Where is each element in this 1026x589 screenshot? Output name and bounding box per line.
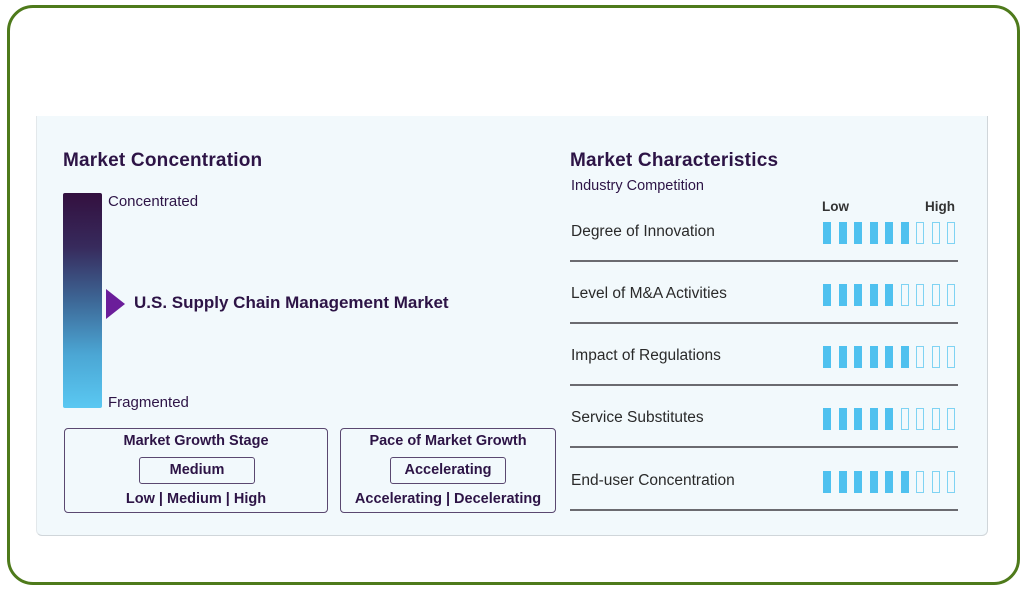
market-concentration-title: Market Concentration	[63, 150, 263, 171]
fragmented-label: Fragmented	[108, 394, 189, 411]
rating-bars	[823, 408, 955, 430]
pace-of-market-growth-box: Pace of Market Growth Accelerating Accel…	[340, 428, 556, 513]
scale-low-label: Low	[822, 199, 849, 214]
row-divider	[570, 260, 958, 262]
rating-bar-filled-icon	[885, 471, 893, 493]
rating-bar-filled-icon	[854, 471, 862, 493]
row-divider	[570, 322, 958, 324]
rating-bar-empty-icon	[916, 222, 924, 244]
rating-bar-filled-icon	[885, 408, 893, 430]
characteristic-row: Level of M&A Activities	[570, 274, 958, 336]
rating-bar-filled-icon	[838, 346, 847, 368]
market-characteristics-title: Market Characteristics	[570, 150, 779, 171]
rating-bar-empty-icon	[947, 222, 955, 244]
characteristic-label: Service Substitutes	[571, 409, 704, 426]
growth-stage-options: Low | Medium | High	[125, 491, 267, 507]
characteristic-row: Service Substitutes	[570, 398, 958, 460]
concentration-gradient-bar	[63, 193, 102, 408]
growth-stage-title: Market Growth Stage	[123, 433, 269, 449]
content-panel	[36, 116, 988, 536]
row-divider	[570, 384, 958, 386]
scale-high-label: High	[925, 199, 955, 214]
characteristic-label: Level of M&A Activities	[571, 285, 727, 302]
rating-bar-filled-icon	[854, 408, 862, 430]
rating-bar-empty-icon	[931, 408, 940, 430]
characteristic-row: Degree of Innovation	[570, 212, 958, 274]
rating-bar-empty-icon	[900, 284, 909, 306]
rating-bar-empty-icon	[931, 346, 940, 368]
rating-bar-empty-icon	[916, 408, 924, 430]
rating-bars	[823, 346, 955, 368]
rating-bar-empty-icon	[916, 471, 924, 493]
rating-bar-empty-icon	[947, 346, 955, 368]
rating-bar-filled-icon	[823, 284, 831, 306]
rating-bar-filled-icon	[823, 471, 831, 493]
rating-bar-empty-icon	[931, 471, 940, 493]
rating-bar-filled-icon	[838, 222, 847, 244]
rating-bar-filled-icon	[885, 284, 893, 306]
rating-bar-filled-icon	[854, 284, 862, 306]
growth-pace-value: Accelerating	[390, 457, 506, 484]
rating-bars	[823, 284, 955, 306]
rating-bar-empty-icon	[916, 284, 924, 306]
rating-bars	[823, 222, 955, 244]
rating-bar-filled-icon	[900, 222, 909, 244]
rating-bar-filled-icon	[885, 222, 893, 244]
rating-bar-filled-icon	[869, 471, 878, 493]
rating-bars	[823, 471, 955, 493]
growth-pace-options: Accelerating | Decelerating	[354, 491, 542, 507]
rating-bar-empty-icon	[931, 284, 940, 306]
industry-competition-subtitle: Industry Competition	[571, 178, 704, 194]
rating-bar-filled-icon	[869, 408, 878, 430]
rating-bar-empty-icon	[931, 222, 940, 244]
rating-bar-filled-icon	[854, 346, 862, 368]
rating-bar-empty-icon	[947, 284, 955, 306]
rating-bar-filled-icon	[869, 284, 878, 306]
rating-bar-filled-icon	[885, 346, 893, 368]
characteristic-row: End-user Concentration	[570, 461, 958, 523]
market-name: U.S. Supply Chain Management Market	[134, 293, 449, 312]
rating-bar-filled-icon	[838, 408, 847, 430]
rating-bar-filled-icon	[869, 346, 878, 368]
characteristic-label: Degree of Innovation	[571, 223, 715, 240]
rating-bar-empty-icon	[916, 346, 924, 368]
rating-bar-filled-icon	[838, 284, 847, 306]
rating-bar-filled-icon	[823, 222, 831, 244]
rating-bar-filled-icon	[838, 471, 847, 493]
rating-bar-filled-icon	[823, 346, 831, 368]
growth-pace-title: Pace of Market Growth	[369, 433, 527, 449]
rating-bar-filled-icon	[854, 222, 862, 244]
rating-bar-empty-icon	[900, 408, 909, 430]
rating-bar-empty-icon	[947, 408, 955, 430]
market-growth-stage-box: Market Growth Stage Medium Low | Medium …	[64, 428, 328, 513]
row-divider	[570, 509, 958, 511]
rating-bar-filled-icon	[900, 346, 909, 368]
growth-stage-value: Medium	[139, 457, 255, 484]
rating-bar-empty-icon	[947, 471, 955, 493]
characteristic-row: Impact of Regulations	[570, 336, 958, 398]
rating-bar-filled-icon	[869, 222, 878, 244]
concentrated-label: Concentrated	[108, 193, 199, 210]
row-divider	[570, 446, 958, 448]
rating-bar-filled-icon	[900, 471, 909, 493]
market-position-arrow-icon	[106, 289, 125, 319]
characteristic-label: End-user Concentration	[571, 472, 735, 489]
rating-bar-filled-icon	[823, 408, 831, 430]
characteristic-label: Impact of Regulations	[571, 347, 721, 364]
